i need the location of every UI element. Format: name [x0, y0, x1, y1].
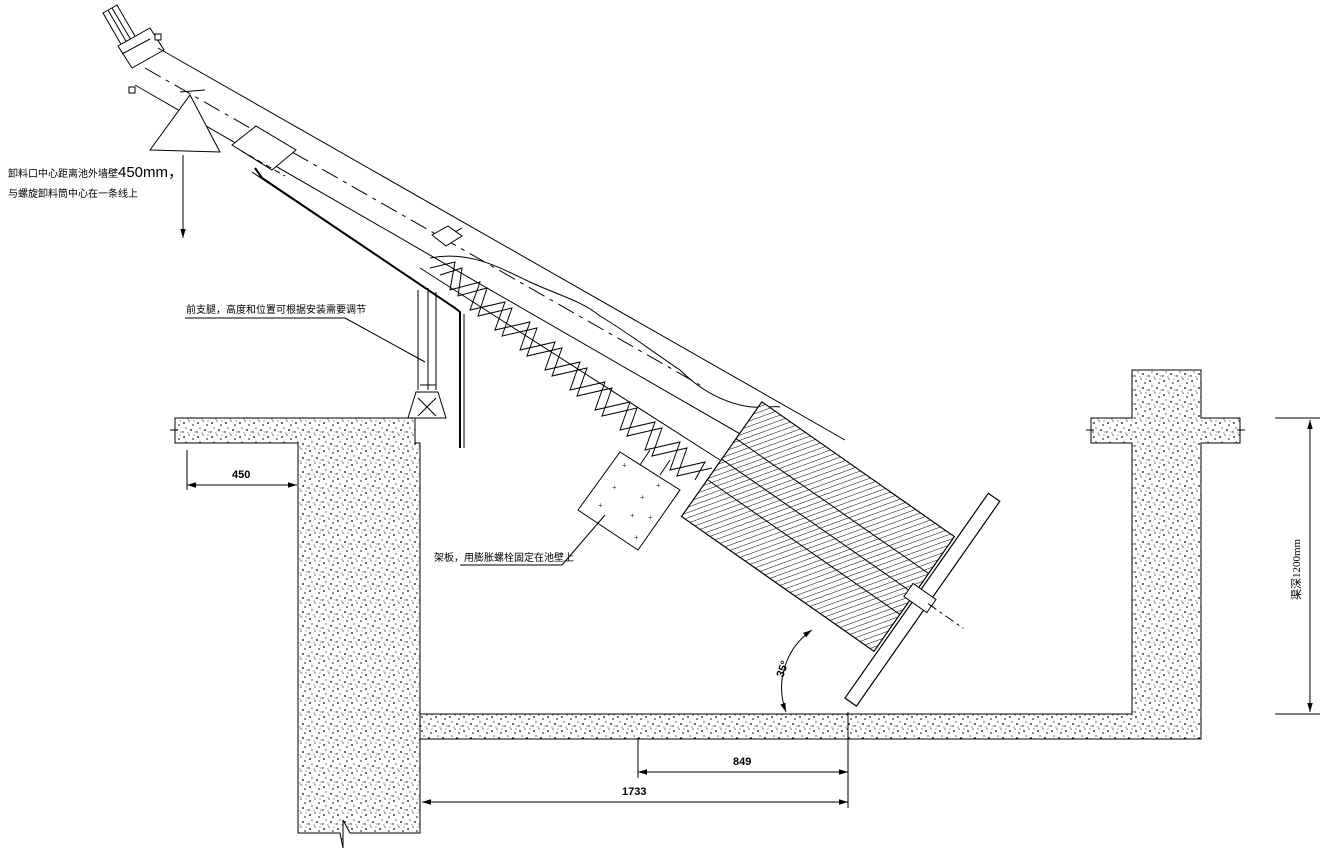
angle-label: 35° [775, 659, 792, 679]
dim-450: 450 [232, 469, 250, 481]
svg-text:+: + [612, 483, 617, 492]
drive-motor [102, 4, 165, 94]
dim-1733: 1733 [622, 786, 646, 798]
screw-conveyor [102, 4, 846, 481]
svg-text:+: + [640, 493, 645, 502]
discharge-hopper [149, 94, 221, 153]
discharge-note-line2: 与螺旋卸料筒中心在一条线上 [8, 187, 138, 200]
bracket-plate: + + + + + + + + [577, 449, 681, 551]
leader-lines [180, 155, 606, 566]
svg-text:+: + [656, 481, 661, 490]
discharge-note-line1: 卸料口中心距离池外墙壁450mm， [8, 164, 183, 181]
screw-flight [429, 261, 706, 481]
dimension-lines [186, 417, 1320, 808]
concrete-channel [170, 369, 1245, 849]
dim-channel-depth: 渠深1200mm [1290, 538, 1303, 600]
support-leg [251, 167, 465, 448]
bracket-label: 架板，用膨胀螺栓固定在池壁上 [434, 551, 574, 564]
left-wall [174, 417, 421, 849]
screen-drum [680, 400, 1001, 707]
svg-text:+: + [630, 511, 635, 520]
svg-text:+: + [622, 461, 627, 470]
svg-text:+: + [634, 533, 639, 542]
support-leg-label: 前支腿，高度和位置可根据安装需要调节 [186, 303, 366, 316]
dim-849: 849 [733, 756, 751, 768]
annotation-text: 卸料口中心距离池外墙壁450mm， 与螺旋卸料筒中心在一条线上 前支腿，高度和位… [8, 164, 1303, 798]
channel-floor [419, 369, 1241, 740]
svg-text:+: + [598, 501, 603, 510]
svg-text:+: + [648, 513, 653, 522]
